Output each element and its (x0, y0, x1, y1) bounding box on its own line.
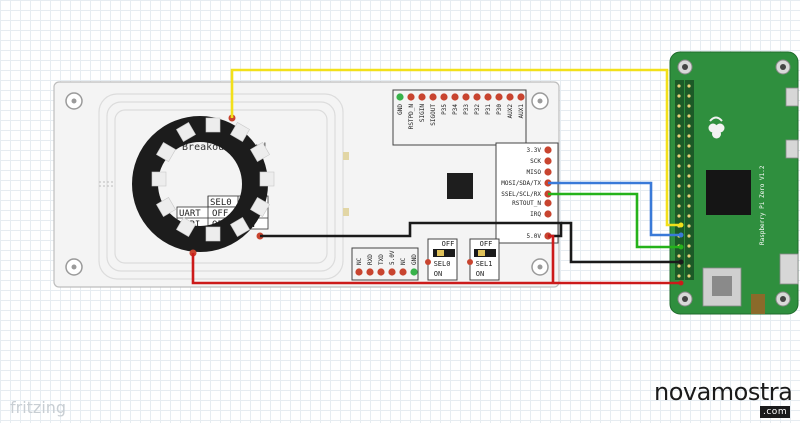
usb-port (785, 87, 799, 107)
pn532-chip (447, 173, 473, 199)
wire-endpoints (678, 222, 684, 286)
camera-connector (751, 294, 765, 314)
wire-blue (548, 181, 681, 237)
sel0-off-label: OFF (442, 240, 455, 248)
side-pin-label: SSEL/SCL/RX (501, 191, 541, 198)
bottom-pin-label: NC (356, 257, 363, 265)
pi-label: Raspberry Pi Zero V1.2 (759, 165, 766, 245)
wire-green (548, 192, 681, 249)
header-pin-label: AUX2 (507, 104, 514, 119)
wire-red (548, 234, 555, 283)
sel0-on-label: ON (434, 270, 442, 278)
wire-red (191, 253, 681, 285)
header-pin-label: P34 (452, 104, 459, 115)
bottom-pin-label: NC (400, 257, 407, 265)
sel1-on-label: ON (476, 270, 484, 278)
side-pin-label: RSTOUT_N (512, 200, 541, 207)
sel1-off-label: OFF (480, 240, 493, 248)
header-pin-label: RSTPD_N (408, 104, 415, 130)
header-pin-label: P35 (441, 104, 448, 115)
wire-black (260, 221, 563, 238)
header-pin-label: P30 (496, 104, 503, 115)
fritzing-watermark: fritzing (10, 398, 67, 417)
header-pins (396, 93, 525, 101)
mode-table-cell: OFF (212, 209, 228, 219)
bottom-pin-label: 5.0V (389, 250, 396, 265)
raspberry-logo (708, 116, 725, 139)
sel1-switch[interactable]: OFF SEL1 ON (467, 238, 500, 281)
novamostra-logo: novamostra (654, 378, 793, 406)
raspberry-pi-zero: Raspberry Pi Zero V1.2 (669, 51, 799, 315)
side-pin-label: MISO (527, 169, 542, 176)
header-pin-label: P32 (474, 104, 481, 115)
bottom-pin-label: RXD (367, 254, 374, 265)
mode-table-row-label: UART (179, 209, 201, 219)
soc-chip (706, 170, 751, 215)
side-pin-label: MOSI/SDA/TX (501, 180, 541, 187)
neopixel-ring (132, 114, 275, 257)
bottom-pin-label: GND (411, 254, 418, 265)
wire-yellow (230, 68, 681, 227)
usb-port (785, 139, 799, 159)
header-pin-label: SIGIN (419, 104, 426, 122)
header-pin-label: SIGOUT (430, 104, 437, 126)
sel1-label: SEL1 (476, 260, 493, 268)
sel0-label: SEL0 (434, 260, 451, 268)
sel0-switch[interactable]: OFF SEL0 ON (425, 238, 458, 281)
wires (191, 68, 681, 285)
side-pin-label: SCK (530, 158, 541, 165)
bottom-pin-label: TXD (378, 254, 385, 265)
mode-table-header-sel0: SEL0 (210, 198, 232, 208)
hdmi-port (779, 253, 799, 285)
header-pin-label: GND (397, 104, 404, 115)
header-pin-label: P33 (463, 104, 470, 115)
header-pin-label: AUX1 (518, 104, 525, 119)
novamostra-logo-suffix: .com (760, 406, 791, 418)
header-pin-label: P31 (485, 104, 492, 115)
side-pin-label: IRQ (530, 211, 541, 218)
bottom-pins (355, 268, 418, 276)
breakout-title: 2 Breakout Board (170, 142, 266, 153)
side-pin-label: 5.0V (527, 233, 542, 240)
side-pin-label: 3.3V (527, 147, 542, 154)
wire-black (561, 221, 681, 264)
side-pins (544, 146, 552, 240)
